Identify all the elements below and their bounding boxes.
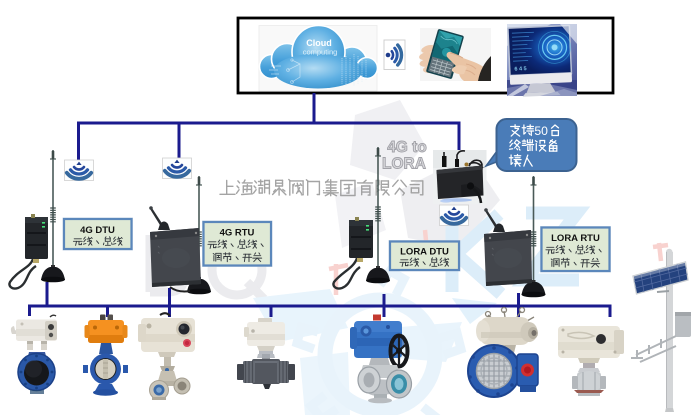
svg-text:computing: computing [303, 48, 338, 57]
svg-text:Cloud: Cloud [306, 38, 332, 48]
svg-text:4G to: 4G to [387, 139, 427, 156]
svg-text:4G DTU: 4G DTU [80, 225, 115, 236]
svg-text:LORA: LORA [382, 156, 426, 173]
svg-text:LORA DTU: LORA DTU [400, 247, 449, 258]
svg-text:645: 645 [514, 66, 528, 73]
svg-text:LORA RTU: LORA RTU [551, 233, 600, 244]
svg-text:4G RTU: 4G RTU [220, 228, 255, 239]
svg-text:50: 50 [534, 124, 548, 138]
